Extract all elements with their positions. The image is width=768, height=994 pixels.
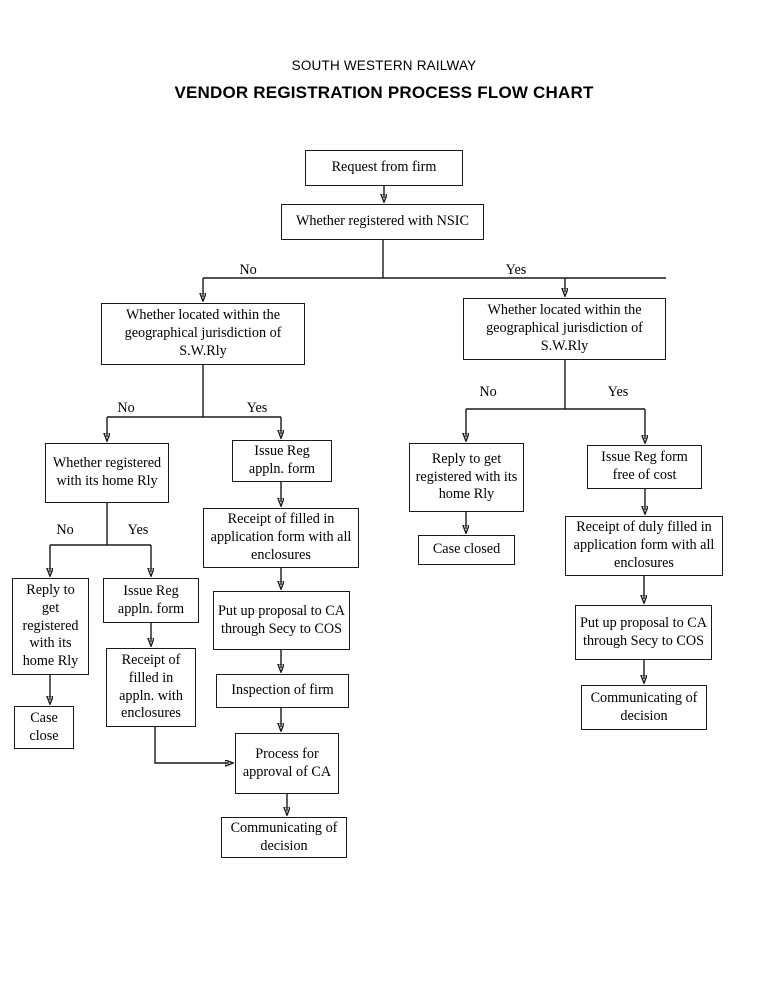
node-case-closed-right[interactable]: Case closed: [418, 535, 515, 565]
branch-label-yes-nsic: Yes: [505, 262, 527, 278]
branch-label-no-home-rly: No: [56, 522, 74, 538]
branch-label-yes-jurisdiction-right: Yes: [607, 384, 629, 400]
branch-label-no-jurisdiction-left: No: [117, 400, 135, 416]
node-jurisdiction-left[interactable]: Whether located within the geographical …: [101, 303, 305, 365]
edge-n15-n19: [154, 727, 229, 763]
organization-subtitle: SOUTH WESTERN RAILWAY: [291, 58, 477, 73]
node-jurisdiction-right[interactable]: Whether located within the geographical …: [463, 298, 666, 360]
branch-label-yes-jurisdiction-left: Yes: [246, 400, 268, 416]
node-request-from-firm[interactable]: Request from firm: [305, 150, 463, 186]
branch-label-no-jurisdiction-right: No: [479, 384, 497, 400]
node-process-for-approval-ca[interactable]: Process for approval of CA: [235, 733, 339, 794]
node-whether-registered-nsic[interactable]: Whether registered with NSIC: [281, 204, 484, 240]
node-inspection-of-firm[interactable]: Inspection of firm: [216, 674, 349, 708]
node-communicating-decision-mid[interactable]: Communicating of decision: [221, 817, 347, 858]
node-whether-registered-home-rly[interactable]: Whether registered with its home Rly: [45, 443, 169, 503]
node-receipt-filled-appln-left[interactable]: Receipt of filled in appln. with enclosu…: [106, 648, 196, 727]
node-issue-reg-form-free[interactable]: Issue Reg form free of cost: [587, 445, 702, 489]
node-issue-reg-appln-form-mid[interactable]: Issue Reg appln. form: [232, 440, 332, 482]
page-title: VENDOR REGISTRATION PROCESS FLOW CHART: [174, 83, 594, 102]
node-receipt-duly-filled-right[interactable]: Receipt of duly filled in application fo…: [565, 516, 723, 576]
node-issue-reg-appln-form-left[interactable]: Issue Reg appln. form: [103, 578, 199, 623]
node-receipt-filled-application-mid[interactable]: Receipt of filled in application form wi…: [203, 508, 359, 568]
node-put-up-proposal-mid[interactable]: Put up proposal to CA through Secy to CO…: [213, 591, 350, 650]
node-put-up-proposal-right[interactable]: Put up proposal to CA through Secy to CO…: [575, 605, 712, 660]
branch-label-yes-home-rly: Yes: [127, 522, 149, 538]
node-reply-get-registered-right[interactable]: Reply to get registered with its home Rl…: [409, 443, 524, 512]
node-communicating-decision-right[interactable]: Communicating of decision: [581, 685, 707, 730]
node-reply-get-registered-left[interactable]: Reply to get registered with its home Rl…: [12, 578, 89, 675]
branch-label-no-nsic: No: [239, 262, 257, 278]
node-case-close-left[interactable]: Case close: [14, 706, 74, 749]
